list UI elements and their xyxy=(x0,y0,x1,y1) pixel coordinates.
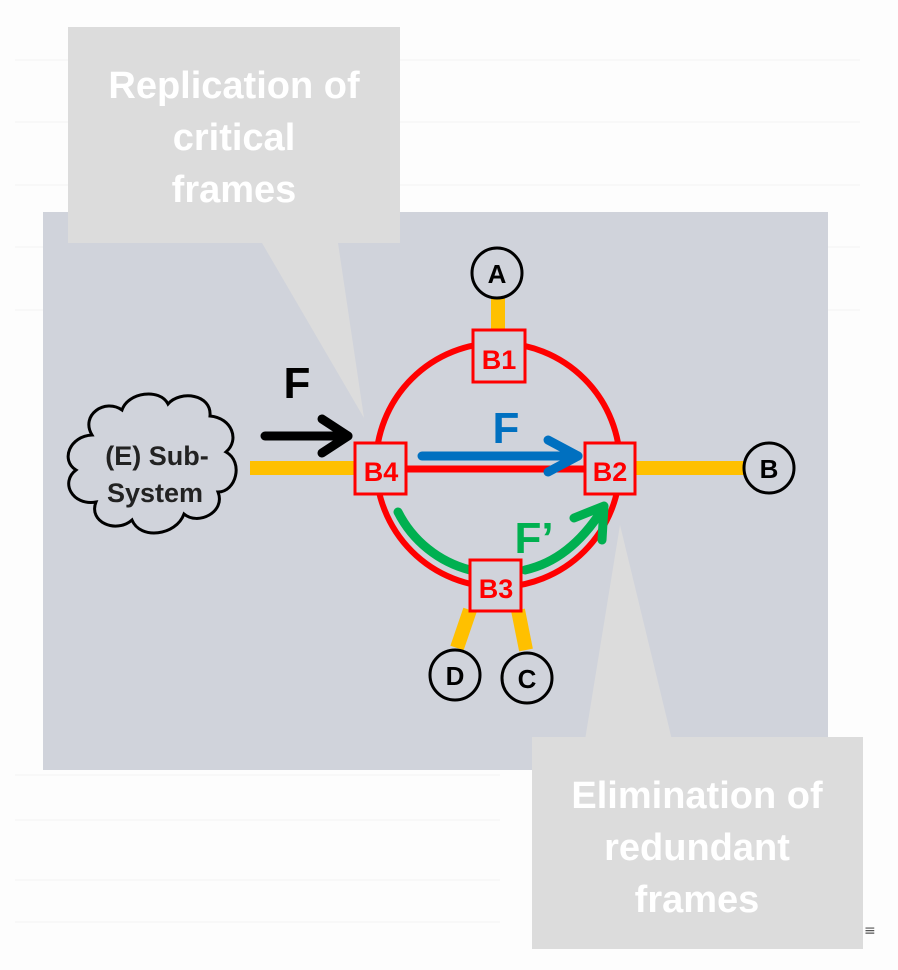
bridge-b1-label: B1 xyxy=(482,345,517,375)
subsystem-label-line-1: (E) Sub- xyxy=(105,441,208,471)
bridge-b1: B1 xyxy=(471,328,527,384)
bridge-b3-label: B3 xyxy=(479,574,514,604)
bridge-b4-label: B4 xyxy=(364,457,399,487)
incoming-f-label: F xyxy=(284,359,311,408)
callout-elimination-line-1: Elimination of xyxy=(571,775,823,817)
end-node-a-label: A xyxy=(488,259,507,289)
end-node-b-label: B xyxy=(760,454,779,484)
flow-f-label: F xyxy=(493,404,520,453)
subsystem-label-line-2: System xyxy=(107,478,203,508)
callout-replication-line-2: critical xyxy=(173,117,296,159)
end-node-d-label: D xyxy=(446,661,465,691)
link-b3-d xyxy=(450,607,477,651)
flow-f-arrow xyxy=(417,435,583,477)
end-node-c-label: C xyxy=(518,664,537,694)
bridge-b4: B4 xyxy=(353,441,408,496)
callout-replication: Replication of critical frames xyxy=(68,27,400,418)
bridge-b2-label: B2 xyxy=(593,457,628,487)
incoming-f-arrow xyxy=(260,414,353,458)
links xyxy=(250,298,744,652)
callout-elimination-pointer xyxy=(585,525,672,740)
bridge-b3: B3 xyxy=(468,558,523,613)
flow-f-prime-label: F’ xyxy=(514,514,553,563)
link-b3-c xyxy=(511,608,533,652)
callout-elimination: Elimination of redundant frames xyxy=(532,737,863,949)
end-node-d: D xyxy=(428,648,482,702)
bridge-b2: B2 xyxy=(583,441,637,496)
callout-replication-line-3: frames xyxy=(172,169,297,211)
flow-f-prime-arrow xyxy=(393,501,609,575)
callout-elimination-line-2: redundant xyxy=(604,827,790,869)
end-node-a: A xyxy=(470,246,524,300)
end-node-c: C xyxy=(500,651,554,705)
callout-replication-line-1: Replication of xyxy=(108,65,360,107)
end-node-b: B xyxy=(742,441,796,495)
corner-menu-icon: ≡ xyxy=(864,923,876,939)
callout-elimination-line-3: frames xyxy=(635,879,760,921)
subsystem-cloud: (E) Sub- System xyxy=(66,392,238,535)
